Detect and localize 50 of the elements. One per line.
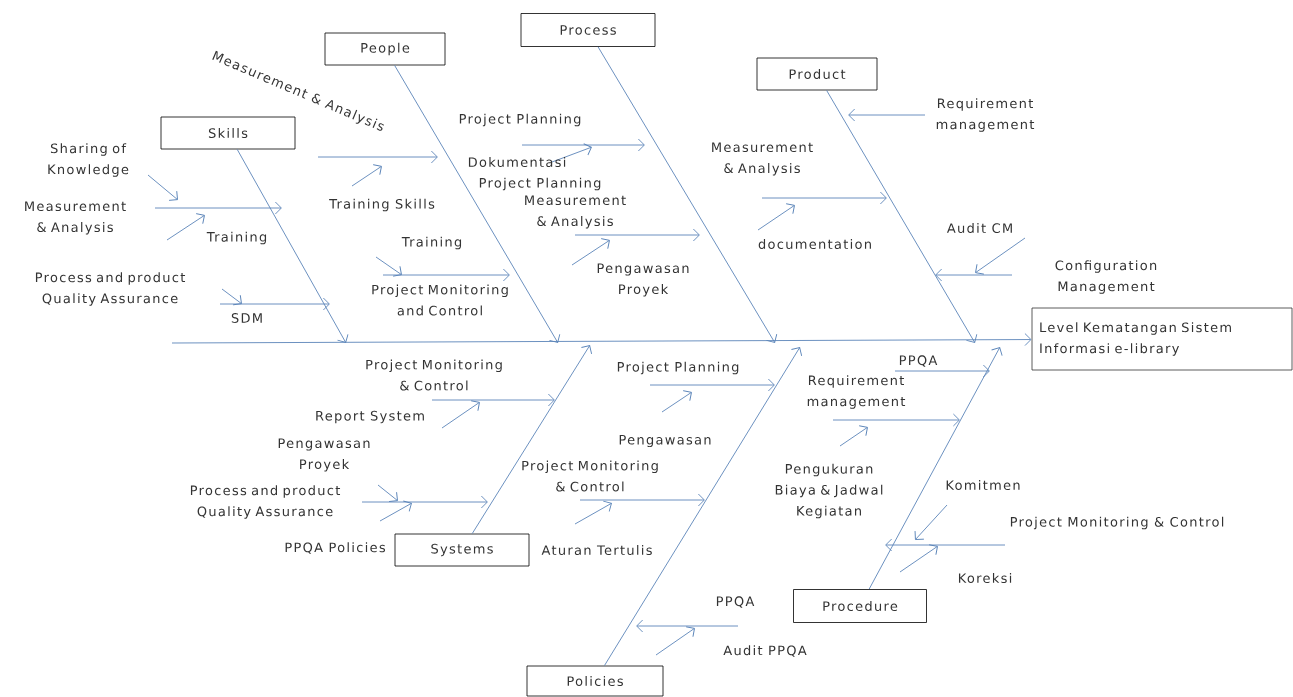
- category-box: Policies: [526, 665, 664, 697]
- bone-arrow: [236, 148, 349, 343]
- cause-label: Project Monitoring & Control: [1010, 516, 1224, 530]
- cause-label: Dokumentasi: [468, 156, 566, 168]
- cause-label: Project Planning: [459, 113, 581, 127]
- category-box: Procedure: [793, 589, 927, 623]
- cause-label: Report System: [316, 410, 424, 424]
- bone-arrow: [597, 46, 778, 343]
- cause-label: Pengawasan: [619, 434, 711, 448]
- cause-label: Aturan Tertulis: [541, 544, 652, 556]
- cause-label: Project Monitoring & Control: [366, 359, 502, 391]
- cause-label: Process and product Quality Assurance: [35, 272, 186, 306]
- cause-label: Project Monitoring and Control: [372, 284, 508, 316]
- category-box: Skills: [160, 116, 296, 150]
- cause-label: PPQA: [899, 355, 938, 367]
- cause-label: Koreksi: [959, 572, 1012, 584]
- cause-label: Pengukuran Biaya & Jadwal Kegiatan: [775, 463, 883, 519]
- bone-arrow: [471, 345, 593, 535]
- cause-label: Project Planning: [617, 361, 739, 375]
- cause-label: Project Planning: [479, 177, 601, 191]
- cause-label: Process and product Quality Assurance: [190, 485, 341, 519]
- cause-label: Requirement management: [936, 98, 1035, 132]
- spine-arrow: [171, 333, 1032, 346]
- bone-arrow: [826, 89, 978, 343]
- cause-label: Pengawasan Proyek: [597, 263, 689, 297]
- cause-label: Pengawasan Proyek: [278, 438, 370, 472]
- cause-label: Measurement & Analysis: [525, 195, 626, 229]
- category-box: Systems: [394, 533, 530, 567]
- cause-label: Training Skills: [329, 198, 435, 212]
- category-box: Product: [756, 57, 878, 91]
- cause-label: Sharing of Knowledge: [48, 143, 129, 177]
- cause-label: documentation: [758, 238, 871, 250]
- bone-arrow: [604, 347, 803, 667]
- category-box: Process: [520, 13, 656, 47]
- cause-label: Training: [206, 231, 267, 245]
- cause-label: Measurement & Analysis: [25, 201, 126, 235]
- cause-label: Audit PPQA: [723, 645, 807, 657]
- cause-label: Requirement management: [807, 375, 906, 409]
- cause-label: PPQA: [716, 596, 755, 608]
- cause-label: Training: [401, 236, 462, 250]
- effect-box: Level Kematangan Sistem Informasi e-library: [1031, 307, 1293, 371]
- category-box: People: [324, 32, 446, 66]
- cause-label: Measurement & Analysis: [712, 142, 813, 176]
- cause-label: Configuration Management: [1055, 260, 1157, 294]
- cause-label: Komitmen: [946, 479, 1020, 491]
- bone-arrow: [394, 64, 561, 343]
- cause-label: Audit CM: [946, 222, 1012, 234]
- bone-arrow: [868, 347, 1003, 590]
- cause-label: SDM: [231, 313, 262, 323]
- cause-label: Project Monitoring & Control: [522, 460, 658, 492]
